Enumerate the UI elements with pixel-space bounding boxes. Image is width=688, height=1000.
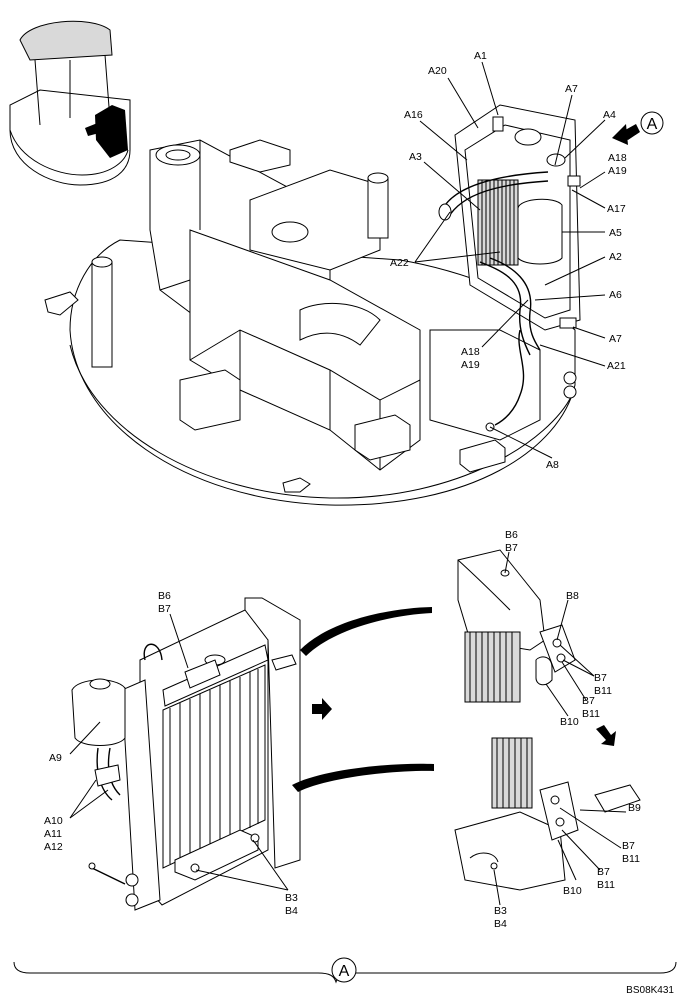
label-A16: A16 xyxy=(404,109,423,121)
excavator-thumbnail xyxy=(9,20,131,186)
label-B7-upper-a: B7 xyxy=(594,672,607,684)
label-A18-lower: A18 xyxy=(461,346,480,358)
label-B7-upper-b: B7 xyxy=(582,695,595,707)
view-marker-top-text: A xyxy=(647,116,658,133)
label-A1: A1 xyxy=(474,50,487,62)
label-B6-view-a: B6 xyxy=(158,590,171,602)
radiator-assembly-top xyxy=(438,104,581,356)
view-marker-bottom: A xyxy=(331,957,357,983)
label-B7-upper-detail: B7 xyxy=(505,542,518,554)
label-A7-lower: A7 xyxy=(609,333,622,345)
leader-lines-bottom xyxy=(69,551,627,906)
view-a-brace xyxy=(13,961,677,984)
label-A3: A3 xyxy=(409,151,422,163)
label-B11-lower-b: B11 xyxy=(597,879,615,891)
label-B7-lower-a: B7 xyxy=(622,840,635,852)
radiator-core-view-a xyxy=(162,664,266,869)
label-B4-detail: B4 xyxy=(494,918,507,930)
label-A8: A8 xyxy=(546,459,559,471)
label-A10: A10 xyxy=(44,815,63,827)
label-B11-upper-a: B11 xyxy=(594,685,612,697)
direction-arrow-center xyxy=(312,698,332,720)
leader-lines-top xyxy=(414,61,606,459)
detail-connector-upper xyxy=(300,607,432,656)
view-marker-top: A xyxy=(640,111,664,135)
label-A17: A17 xyxy=(607,203,626,215)
label-B9: B9 xyxy=(628,802,641,814)
label-B10-lower: B10 xyxy=(563,885,582,897)
label-A19-lower: A19 xyxy=(461,359,480,371)
label-B8: B8 xyxy=(566,590,579,602)
label-A6: A6 xyxy=(609,289,622,301)
labels-bottom: B6 B7 B8 B6 B7 B7 B11 B7 B11 B10 A9 B9 A… xyxy=(44,529,641,930)
label-B3-view-a: B3 xyxy=(285,892,298,904)
label-A22: A22 xyxy=(390,257,409,269)
label-B3-detail: B3 xyxy=(494,905,507,917)
label-A7-upper: A7 xyxy=(565,83,578,95)
view-arrow-top xyxy=(612,124,640,145)
label-B4-view-a: B4 xyxy=(285,905,298,917)
label-B10-upper: B10 xyxy=(560,716,579,728)
detail-upper-bracket xyxy=(457,549,576,703)
label-A5: A5 xyxy=(609,227,622,239)
drawing-code: BS08K431 xyxy=(626,985,674,996)
detail-lower-bracket xyxy=(454,737,641,891)
label-A9: A9 xyxy=(49,752,62,764)
label-A11: A11 xyxy=(44,828,62,840)
label-A2: A2 xyxy=(609,251,622,263)
label-A21: A21 xyxy=(607,360,626,372)
detail-connector-lower xyxy=(292,763,434,792)
view-marker-bottom-text: A xyxy=(339,963,350,980)
detail-upper-core xyxy=(464,631,521,703)
label-B6-upper-detail: B6 xyxy=(505,529,518,541)
label-B11-upper-b: B11 xyxy=(582,708,600,720)
label-A20: A20 xyxy=(428,65,447,77)
label-B7-view-a: B7 xyxy=(158,603,171,615)
radiator-view-a xyxy=(71,597,301,911)
upper-frame-illustration xyxy=(44,139,577,506)
label-A18-upper: A18 xyxy=(608,152,627,164)
direction-arrow-right xyxy=(596,725,616,746)
label-B11-lower-a: B11 xyxy=(622,853,640,865)
detail-lower-core xyxy=(491,737,533,809)
label-A12: A12 xyxy=(44,841,63,853)
label-B7-lower-b: B7 xyxy=(597,866,610,878)
label-A4: A4 xyxy=(603,109,616,121)
labels-top: A1 A20 A7 A16 A4 A3 A18 A19 A17 A5 A2 A2… xyxy=(390,50,627,471)
label-A19-upper: A19 xyxy=(608,165,627,177)
